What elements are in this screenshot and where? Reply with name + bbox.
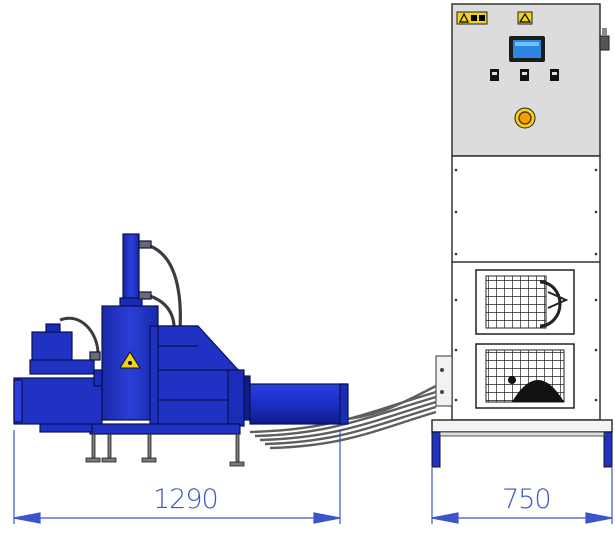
warning-triangle-icon [517, 11, 533, 25]
fan-grill [475, 343, 575, 409]
feed-housing [13, 377, 103, 425]
emergency-stop-button [514, 107, 536, 129]
selector-switch [520, 69, 529, 81]
briquetting-press [13, 233, 349, 467]
warning-triangle-icon [119, 351, 141, 369]
warning-triangle-icon [456, 11, 488, 25]
hmi-screen-icon [509, 36, 545, 62]
horizontal-cylinder [249, 383, 347, 425]
selector-switch [550, 69, 559, 81]
control-cabinet [431, 3, 613, 468]
machine-width-label: 1290 [153, 484, 219, 515]
motor [31, 331, 73, 361]
dimension-lines [13, 430, 613, 524]
die-flange [227, 369, 245, 427]
cabinet-base [431, 419, 613, 433]
fan-grill [475, 269, 575, 335]
cabinet-width-label: 750 [502, 484, 552, 515]
machine-base [89, 423, 241, 435]
vertical-cylinder [122, 233, 140, 305]
selector-switch [490, 69, 499, 81]
